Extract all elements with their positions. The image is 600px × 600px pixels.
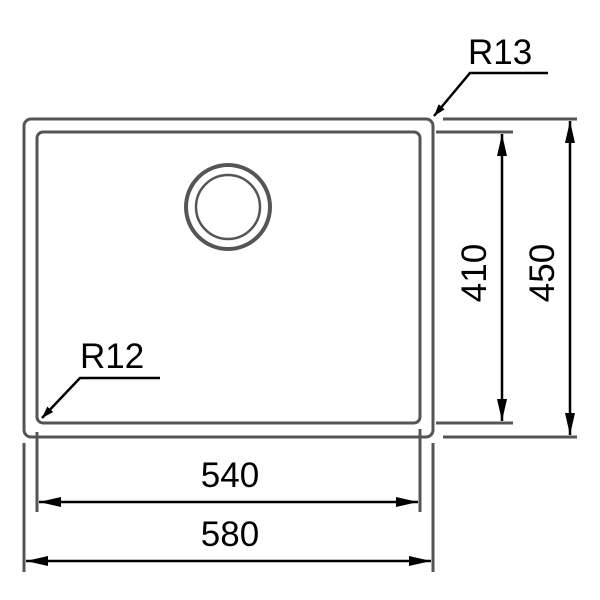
drain-inner [194,173,262,241]
drain-outer [184,163,272,251]
label-450: 450 [523,244,562,302]
label-r13: R13 [468,33,532,72]
leader-r12 [41,376,160,419]
inner-basin [35,130,422,425]
label-540: 540 [201,456,259,495]
label-r12: R12 [80,337,144,376]
outer-rim [22,117,435,439]
leader-r13 [433,71,548,117]
label-410: 410 [455,244,494,302]
label-580: 580 [201,515,259,554]
